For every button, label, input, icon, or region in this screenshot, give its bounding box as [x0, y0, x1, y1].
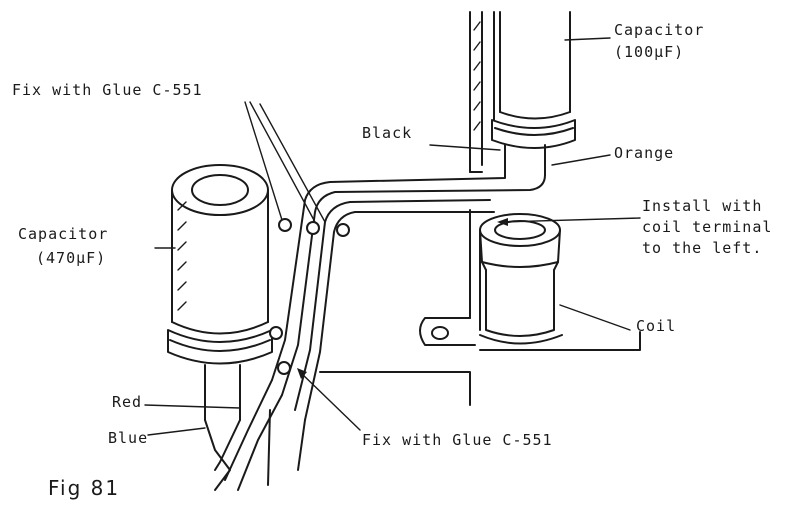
label-capacitor-470-value: (470μF)	[36, 249, 107, 267]
label-black: Black	[362, 124, 413, 142]
chassis	[319, 11, 641, 406]
label-capacitor-100-name: Capacitor	[614, 21, 705, 39]
label-install-line1: Install with	[642, 197, 763, 215]
capacitor-100uf	[491, 11, 576, 176]
label-install-line2: coil terminal	[642, 218, 773, 236]
label-fix-glue-bottom: Fix with Glue C-551	[362, 431, 553, 449]
label-blue: Blue	[108, 429, 149, 447]
wire-bundle	[204, 171, 546, 491]
label-red: Red	[112, 393, 143, 411]
label-coil: Coil	[636, 317, 677, 335]
label-install-line3: to the left.	[642, 239, 763, 257]
label-capacitor-100-value: (100μF)	[614, 43, 685, 61]
label-orange: Orange	[614, 144, 675, 162]
label-capacitor-470-name: Capacitor	[18, 225, 109, 243]
figure-caption: Fig 81	[48, 476, 121, 500]
coil	[479, 213, 563, 345]
capacitor-470uf	[167, 164, 273, 421]
leader-lines	[144, 37, 641, 436]
label-fix-glue-top: Fix with Glue C-551	[12, 81, 203, 99]
